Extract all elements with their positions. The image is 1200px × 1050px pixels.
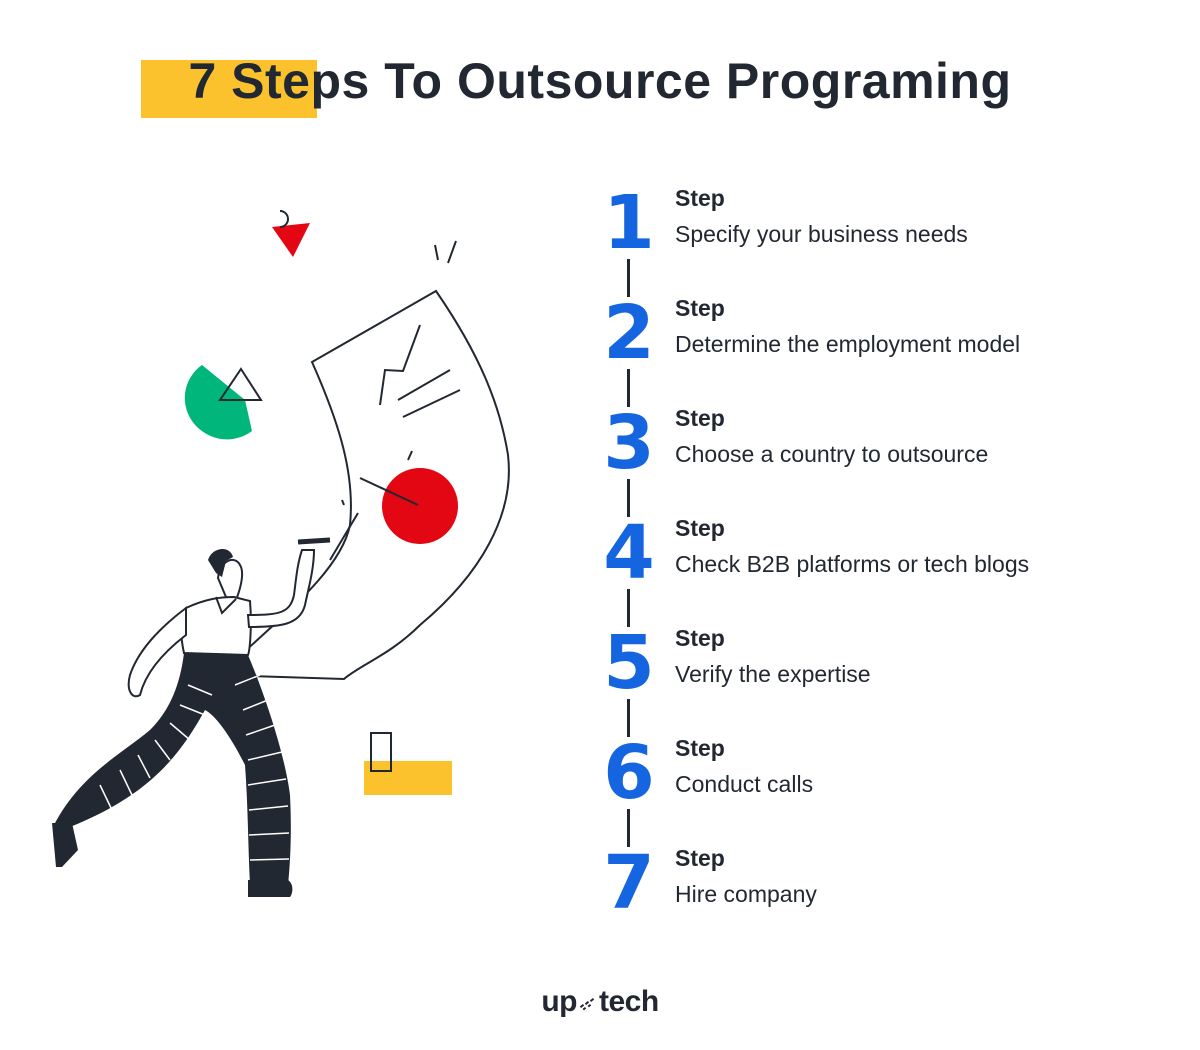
logo-text-left: up (541, 985, 577, 1018)
step-description: Hire company (675, 881, 817, 907)
step-label: Step (675, 625, 725, 651)
person-raised-arm (246, 549, 316, 629)
outline-rectangle-shape (370, 732, 392, 772)
person-torso (180, 595, 252, 657)
step-description: Check B2B platforms or tech blogs (675, 551, 1030, 577)
step-number: 5 (600, 626, 658, 700)
person-shoe-left (52, 823, 78, 867)
step-item: 4 Step Check B2B platforms or tech blogs (600, 515, 1160, 595)
step-label: Step (675, 295, 725, 321)
title-rest-text: To Outsource Programing (369, 53, 1012, 109)
person-lower-arm (127, 605, 187, 698)
step-number: 2 (600, 296, 658, 370)
step-description: Choose a country to outsource (675, 441, 989, 467)
step-item: 2 Step Determine the employment model (600, 295, 1160, 375)
outline-triangle-shape (218, 367, 263, 401)
step-number: 4 (600, 516, 658, 590)
step-number: 7 (600, 846, 658, 920)
logo-text-right: tech (598, 985, 659, 1018)
small-arc-shape (279, 210, 289, 228)
person-pants (54, 653, 291, 885)
step-label: Step (675, 735, 725, 761)
step-item: 1 Step Specify your business needs (600, 185, 1160, 265)
person-hair (208, 549, 233, 577)
step-number: 1 (600, 186, 658, 260)
step-number: 6 (600, 736, 658, 810)
step-description: Determine the employment model (675, 331, 1021, 357)
step-label: Step (675, 515, 725, 541)
step-label: Step (675, 845, 725, 871)
step-label: Step (675, 405, 725, 431)
step-item: 5 Step Verify the expertise (600, 625, 1160, 705)
step-item: 3 Step Choose a country to outsource (600, 405, 1160, 485)
step-number: 3 (600, 406, 658, 480)
step-item: 6 Step Conduct calls (600, 735, 1160, 815)
person-with-document-illustration (52, 210, 510, 897)
step-label: Step (675, 185, 725, 211)
yellow-rectangle-shape (364, 761, 452, 795)
document-chart-line (379, 324, 421, 406)
page-title: 7 Steps To Outsource Programing (0, 52, 1200, 110)
step-description: Verify the expertise (675, 661, 871, 687)
step-description: Specify your business needs (675, 221, 968, 247)
step-description: Conduct calls (675, 771, 814, 797)
logo-mark-icon (579, 998, 595, 1011)
person-shoe-right (248, 880, 293, 897)
step-item: 7 Step Hire company (600, 845, 1160, 925)
title-highlight-bar (141, 60, 317, 118)
red-circle-shape (382, 468, 458, 544)
title-highlight-text: 7 Steps (188, 53, 370, 109)
document-shape (217, 289, 510, 681)
red-triangle-shape (272, 223, 310, 257)
